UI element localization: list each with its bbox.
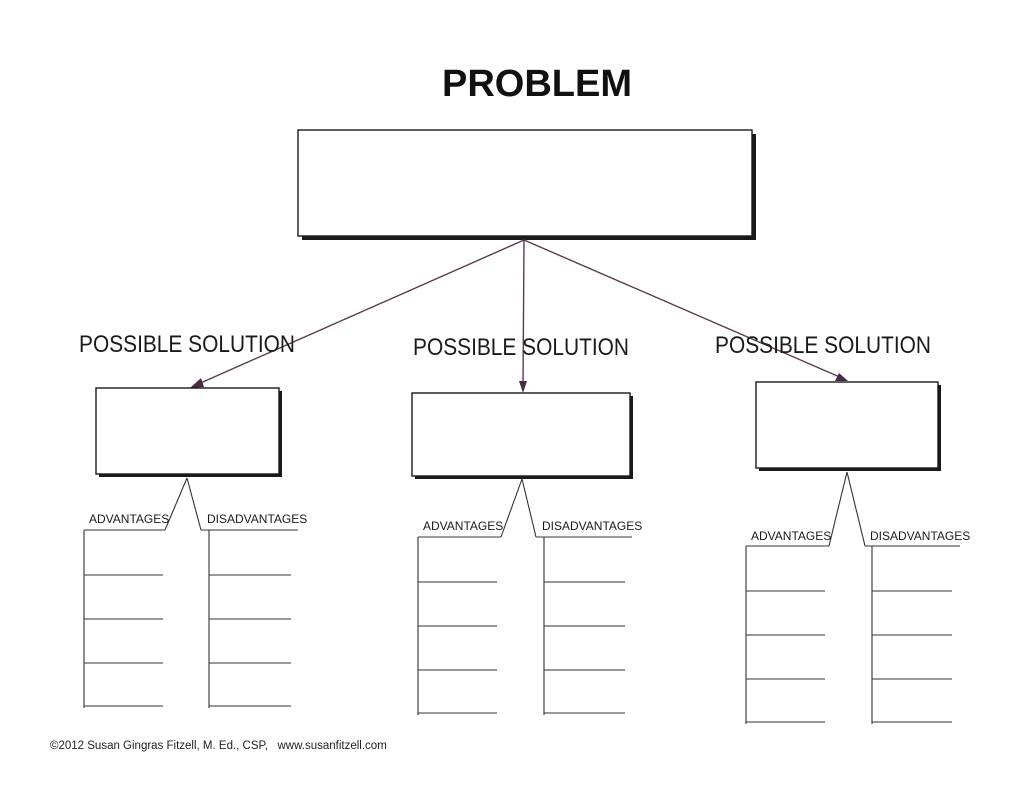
advantages-lines [83,529,165,708]
disadvantages-lines [536,536,632,715]
problem-title: PROBLEM [442,63,632,105]
advantages-lines [745,545,829,724]
disadvantages-lines [865,545,960,724]
solution-box [755,381,941,471]
arrowhead-right [835,373,848,381]
problem-box [297,129,756,240]
arrowhead-left [190,378,204,388]
solution-label: POSSIBLE SOLUTION [413,334,629,361]
connector-right [523,239,843,379]
solution-3: POSSIBLE SOLUTION ADVANTAGES DISADVANTAG… [715,332,970,724]
solution-box [411,392,633,479]
advantages-label: ADVANTAGES [423,519,503,533]
connector-middle [522,239,525,388]
disadvantages-label: DISADVANTAGES [207,512,307,526]
disadvantages-lines [201,529,298,708]
advantages-label: ADVANTAGES [89,512,169,526]
solution-2: POSSIBLE SOLUTION ADVANTAGES DISADVANTAG… [411,334,642,715]
solution-label: POSSIBLE SOLUTION [79,331,295,358]
arrowhead-middle [519,381,527,393]
advantages-label: ADVANTAGES [751,529,831,543]
connector-left [195,239,525,386]
connectors [190,239,848,393]
advantages-lines [417,536,501,715]
solution-label: POSSIBLE SOLUTION [715,332,931,359]
disadvantages-label: DISADVANTAGES [542,519,642,533]
solution-1: POSSIBLE SOLUTION ADVANTAGES DISADVANTAG… [79,331,307,708]
disadvantages-label: DISADVANTAGES [870,529,970,543]
solution-box [95,387,282,477]
copyright-footer: ©2012 Susan Gingras Fitzell, M. Ed., CSP… [50,740,387,752]
